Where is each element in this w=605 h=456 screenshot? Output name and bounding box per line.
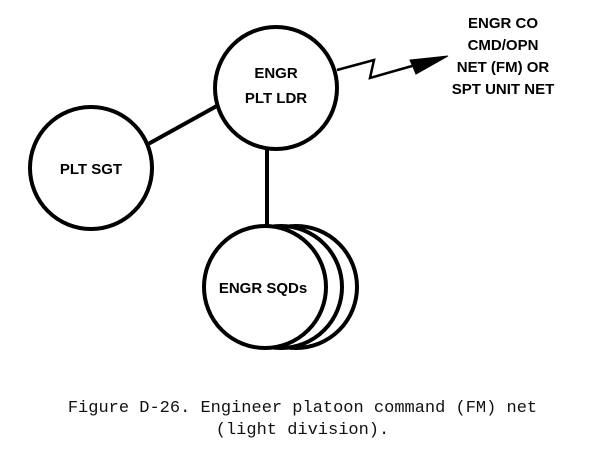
platoon-leader-label-line2: PLT LDR [245, 90, 307, 107]
squad-circle-front [202, 224, 328, 350]
platoon-leader-circle [213, 25, 339, 151]
platoon-sergeant-node: PLT SGT [28, 105, 154, 231]
squads-node: ENGR SQDs [202, 224, 359, 350]
external-net-line-1: ENGR CO [468, 15, 538, 32]
radio-link-zigzag [336, 58, 413, 80]
figure-caption-line-1: Figure D-26. Engineer platoon command (F… [67, 399, 538, 418]
radio-link-arrowhead [409, 55, 449, 75]
platoon-sergeant-label: PLT SGT [60, 161, 122, 178]
connector-ldr-to-sgt [148, 100, 226, 145]
squads-label: ENGR SQDs [219, 280, 307, 297]
external-net-line-3: NET (FM) OR [457, 59, 550, 76]
platoon-leader-node: ENGR PLT LDR [213, 25, 339, 151]
external-net-line-4: SPT UNIT NET [452, 81, 555, 98]
external-net-label: ENGR CO CMD/OPN NET (FM) OR SPT UNIT NET [452, 15, 555, 98]
platoon-sergeant-circle [28, 105, 154, 231]
platoon-leader-label-line1: ENGR [254, 65, 298, 82]
external-net-line-2: CMD/OPN [468, 37, 539, 54]
figure-caption-line-2: (light division). [215, 421, 390, 440]
